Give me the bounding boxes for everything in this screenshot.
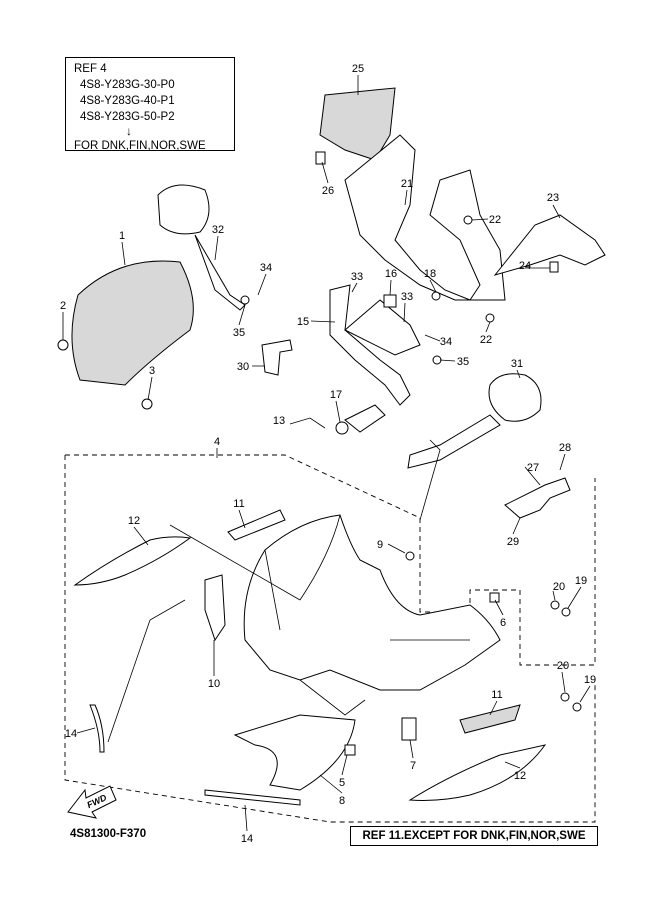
screw-2 — [57, 339, 69, 351]
ref4-assembly-boundary — [64, 454, 596, 823]
callout-20: 20 — [557, 660, 569, 672]
callout-19: 19 — [584, 674, 596, 686]
screw-19-lower — [572, 702, 582, 712]
callout-30: 30 — [237, 361, 249, 373]
callout-21: 21 — [401, 178, 413, 190]
arrow-down-icon: ↓ — [126, 124, 132, 138]
clip-5 — [344, 744, 356, 756]
callout-18: 18 — [424, 268, 436, 280]
callout-25: 25 — [352, 63, 364, 75]
screw-9 — [405, 551, 415, 561]
washer-20-upper — [550, 600, 560, 610]
grommet-16 — [383, 294, 397, 308]
callout-22: 22 — [489, 214, 501, 226]
inner-panel — [344, 134, 506, 301]
callout-2: 2 — [60, 300, 66, 312]
callout-11: 11 — [233, 498, 244, 510]
callout-9: 9 — [377, 539, 383, 551]
nut-35-right — [432, 355, 442, 365]
windscreen — [71, 260, 194, 386]
callout-16: 16 — [385, 268, 397, 280]
screw-22-lower — [485, 313, 495, 323]
callout-19: 19 — [575, 575, 587, 587]
decal-12-right — [408, 744, 547, 801]
part-number: 4S8-Y283G-40-P1 — [80, 95, 175, 107]
stay-arm — [344, 299, 421, 356]
callout-4: 4 — [214, 436, 220, 448]
callout-28: 28 — [559, 442, 571, 454]
cowling-lines — [264, 514, 470, 716]
part-number: 4S8-Y283G-50-P2 — [80, 111, 175, 123]
callout-20: 20 — [553, 581, 565, 593]
callout-5: 5 — [339, 777, 345, 789]
bracket-7 — [401, 717, 417, 741]
callout-33: 33 — [401, 291, 413, 303]
front-cowling — [243, 514, 501, 691]
callout-11: 11 — [491, 689, 502, 701]
bolt-18 — [431, 291, 441, 301]
bracket-30 — [261, 339, 293, 376]
callout-34: 34 — [260, 262, 272, 274]
callout-27: 27 — [527, 462, 539, 474]
nut-35-left — [240, 295, 250, 305]
ref4-title: REF 4 — [74, 63, 107, 75]
right-mirror — [407, 373, 542, 469]
callout-1: 1 — [119, 230, 125, 242]
part-number: 4S8-Y283G-30-P0 — [80, 79, 175, 91]
callout-26: 26 — [322, 185, 334, 197]
left-mirror — [157, 184, 246, 311]
ref4-note-box: REF 4 4S8-Y283G-30-P0 4S8-Y283G-40-P1 4S… — [65, 57, 235, 152]
trim-strip-14-bottom — [204, 789, 301, 806]
callout-8: 8 — [339, 795, 345, 807]
trim-strip-14-left — [89, 704, 105, 753]
callout-7: 7 — [410, 760, 416, 772]
callout-31: 31 — [511, 358, 523, 370]
decal-11-right — [459, 704, 521, 734]
callout-24: 24 — [519, 260, 531, 272]
nut-26 — [315, 151, 326, 165]
lower-side-panel — [233, 714, 356, 791]
callout-10: 10 — [208, 678, 220, 690]
fwd-arrow-icon: FWD — [67, 785, 117, 819]
side-panel-bracket — [493, 214, 606, 276]
nut-24 — [549, 261, 559, 273]
ref11-note-box: REF 11.EXCEPT FOR DNK,FIN,NOR,SWE — [350, 826, 598, 846]
decal-11-left — [227, 509, 286, 541]
callout-35: 35 — [233, 327, 245, 339]
callout-6: 6 — [500, 617, 506, 629]
screw-19-upper — [561, 607, 571, 617]
cowling-stay — [329, 284, 411, 406]
washer-20-lower — [560, 692, 570, 702]
callout-14: 14 — [241, 833, 253, 845]
ref4-region-note: FOR DNK,FIN,NOR,SWE — [74, 140, 206, 152]
callout-32: 32 — [212, 224, 224, 236]
callout-12: 12 — [514, 770, 526, 782]
clip-6 — [489, 592, 500, 603]
callout-15: 15 — [297, 316, 309, 328]
bracket-27 — [504, 477, 571, 519]
air-duct — [204, 574, 226, 642]
diagram-code: 4S81300-F370 — [70, 828, 147, 840]
callout-13: 13 — [273, 415, 285, 427]
holder-17 — [344, 404, 386, 433]
leader-lines — [62, 75, 591, 832]
callout-22: 22 — [480, 334, 492, 346]
callout-3: 3 — [149, 365, 155, 377]
callout-14: 14 — [65, 728, 77, 740]
callout-35: 35 — [457, 356, 469, 368]
wire-13 — [289, 417, 326, 429]
nut-3 — [141, 398, 153, 410]
callout-12: 12 — [128, 515, 140, 527]
callout-17: 17 — [330, 389, 342, 401]
callout-23: 23 — [547, 192, 559, 204]
decal-12-left — [73, 536, 192, 586]
callout-29: 29 — [507, 536, 519, 548]
callout-33: 33 — [351, 271, 363, 283]
callout-34: 34 — [440, 336, 452, 348]
damper-17 — [335, 421, 349, 435]
screw-22-upper — [463, 215, 473, 225]
